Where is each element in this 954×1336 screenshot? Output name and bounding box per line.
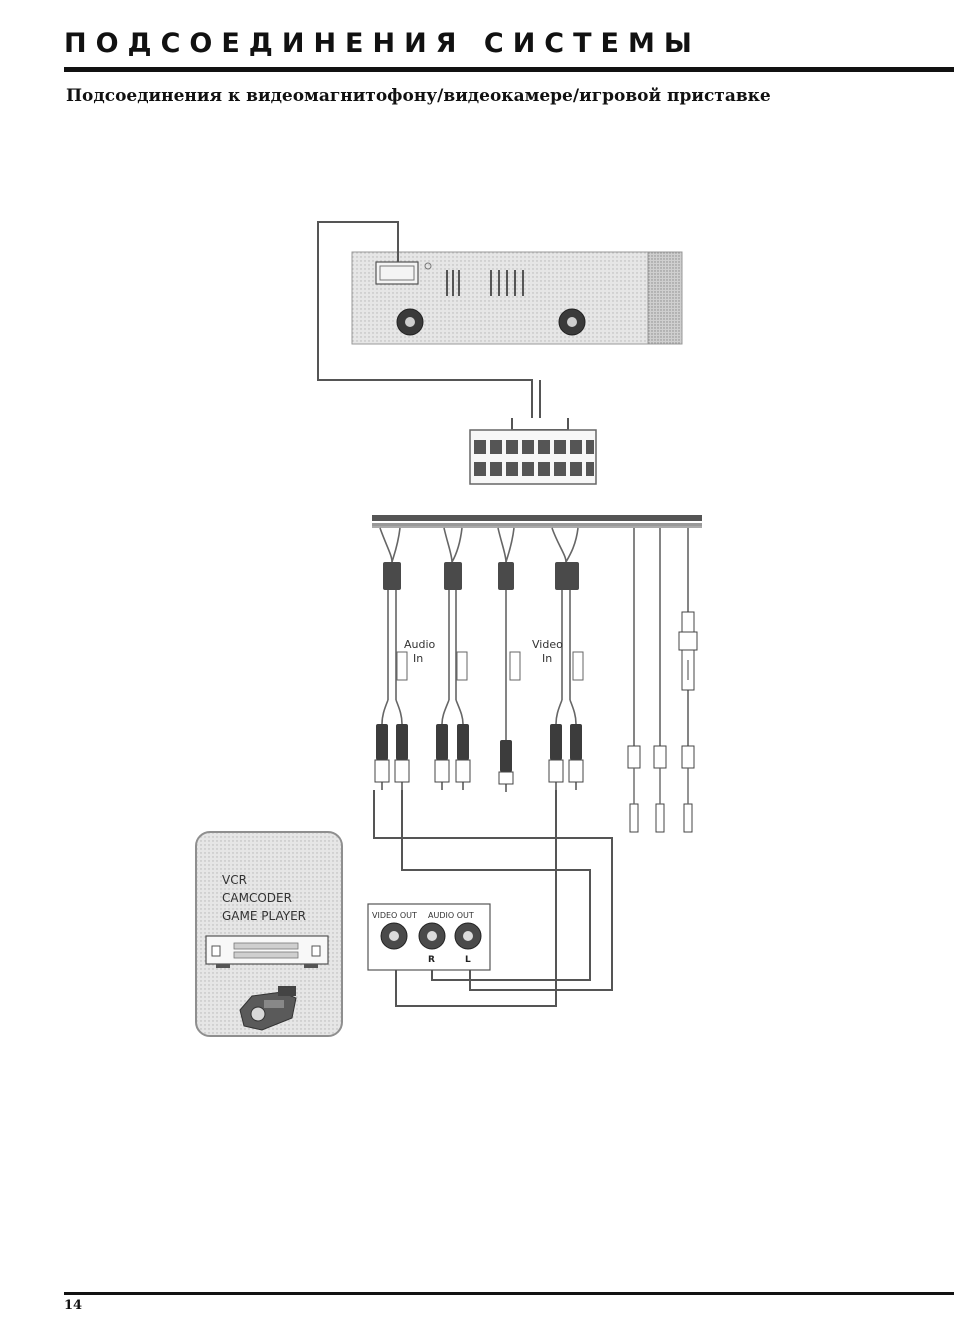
video-in-label-line2: In	[542, 652, 552, 665]
fuse-holder	[678, 611, 698, 691]
head-unit-connector-port	[375, 261, 419, 285]
cable-tags	[396, 651, 584, 681]
harness-connector	[469, 429, 597, 485]
page-number: 14	[64, 1298, 83, 1313]
video-in-label-line1: Video	[532, 638, 563, 651]
footer-rule	[64, 1292, 954, 1295]
audio-left-label: L	[465, 955, 471, 965]
vcr-icon	[205, 935, 329, 968]
device-label-game-player: GAME PLAYER	[222, 909, 306, 923]
audio-in-label-line2: In	[413, 652, 423, 665]
harness-labels: Audio In Video In	[404, 638, 563, 665]
page-title: ПОДСОЕДИНЕНИЯ СИСТЕМЫ	[64, 28, 701, 59]
output-jack-panel: VIDEO OUT AUDIO OUT R L	[367, 903, 491, 971]
section-subtitle: Подсоединения к видеомагнитофону/видеока…	[66, 86, 771, 106]
camcorder-icon	[239, 986, 297, 1031]
title-rule	[64, 67, 954, 72]
device-label-vcr: VCR	[222, 873, 247, 887]
audio-right-label: R	[428, 955, 435, 965]
video-out-label: VIDEO OUT	[372, 911, 417, 920]
head-unit	[351, 251, 683, 345]
wire-terminals	[627, 745, 695, 833]
external-device-panel: VCR CAMCODER GAME PLAYER	[195, 831, 343, 1037]
rca-plugs	[374, 724, 584, 792]
ferrite-cores	[383, 562, 579, 590]
harness-trunk	[372, 515, 702, 528]
harness-branches	[379, 527, 689, 746]
audio-out-label: AUDIO OUT	[428, 911, 474, 920]
av-connection-cables	[373, 790, 613, 1007]
audio-in-label-line1: Audio	[404, 638, 436, 651]
device-label-camcoder: CAMCODER	[222, 891, 292, 905]
